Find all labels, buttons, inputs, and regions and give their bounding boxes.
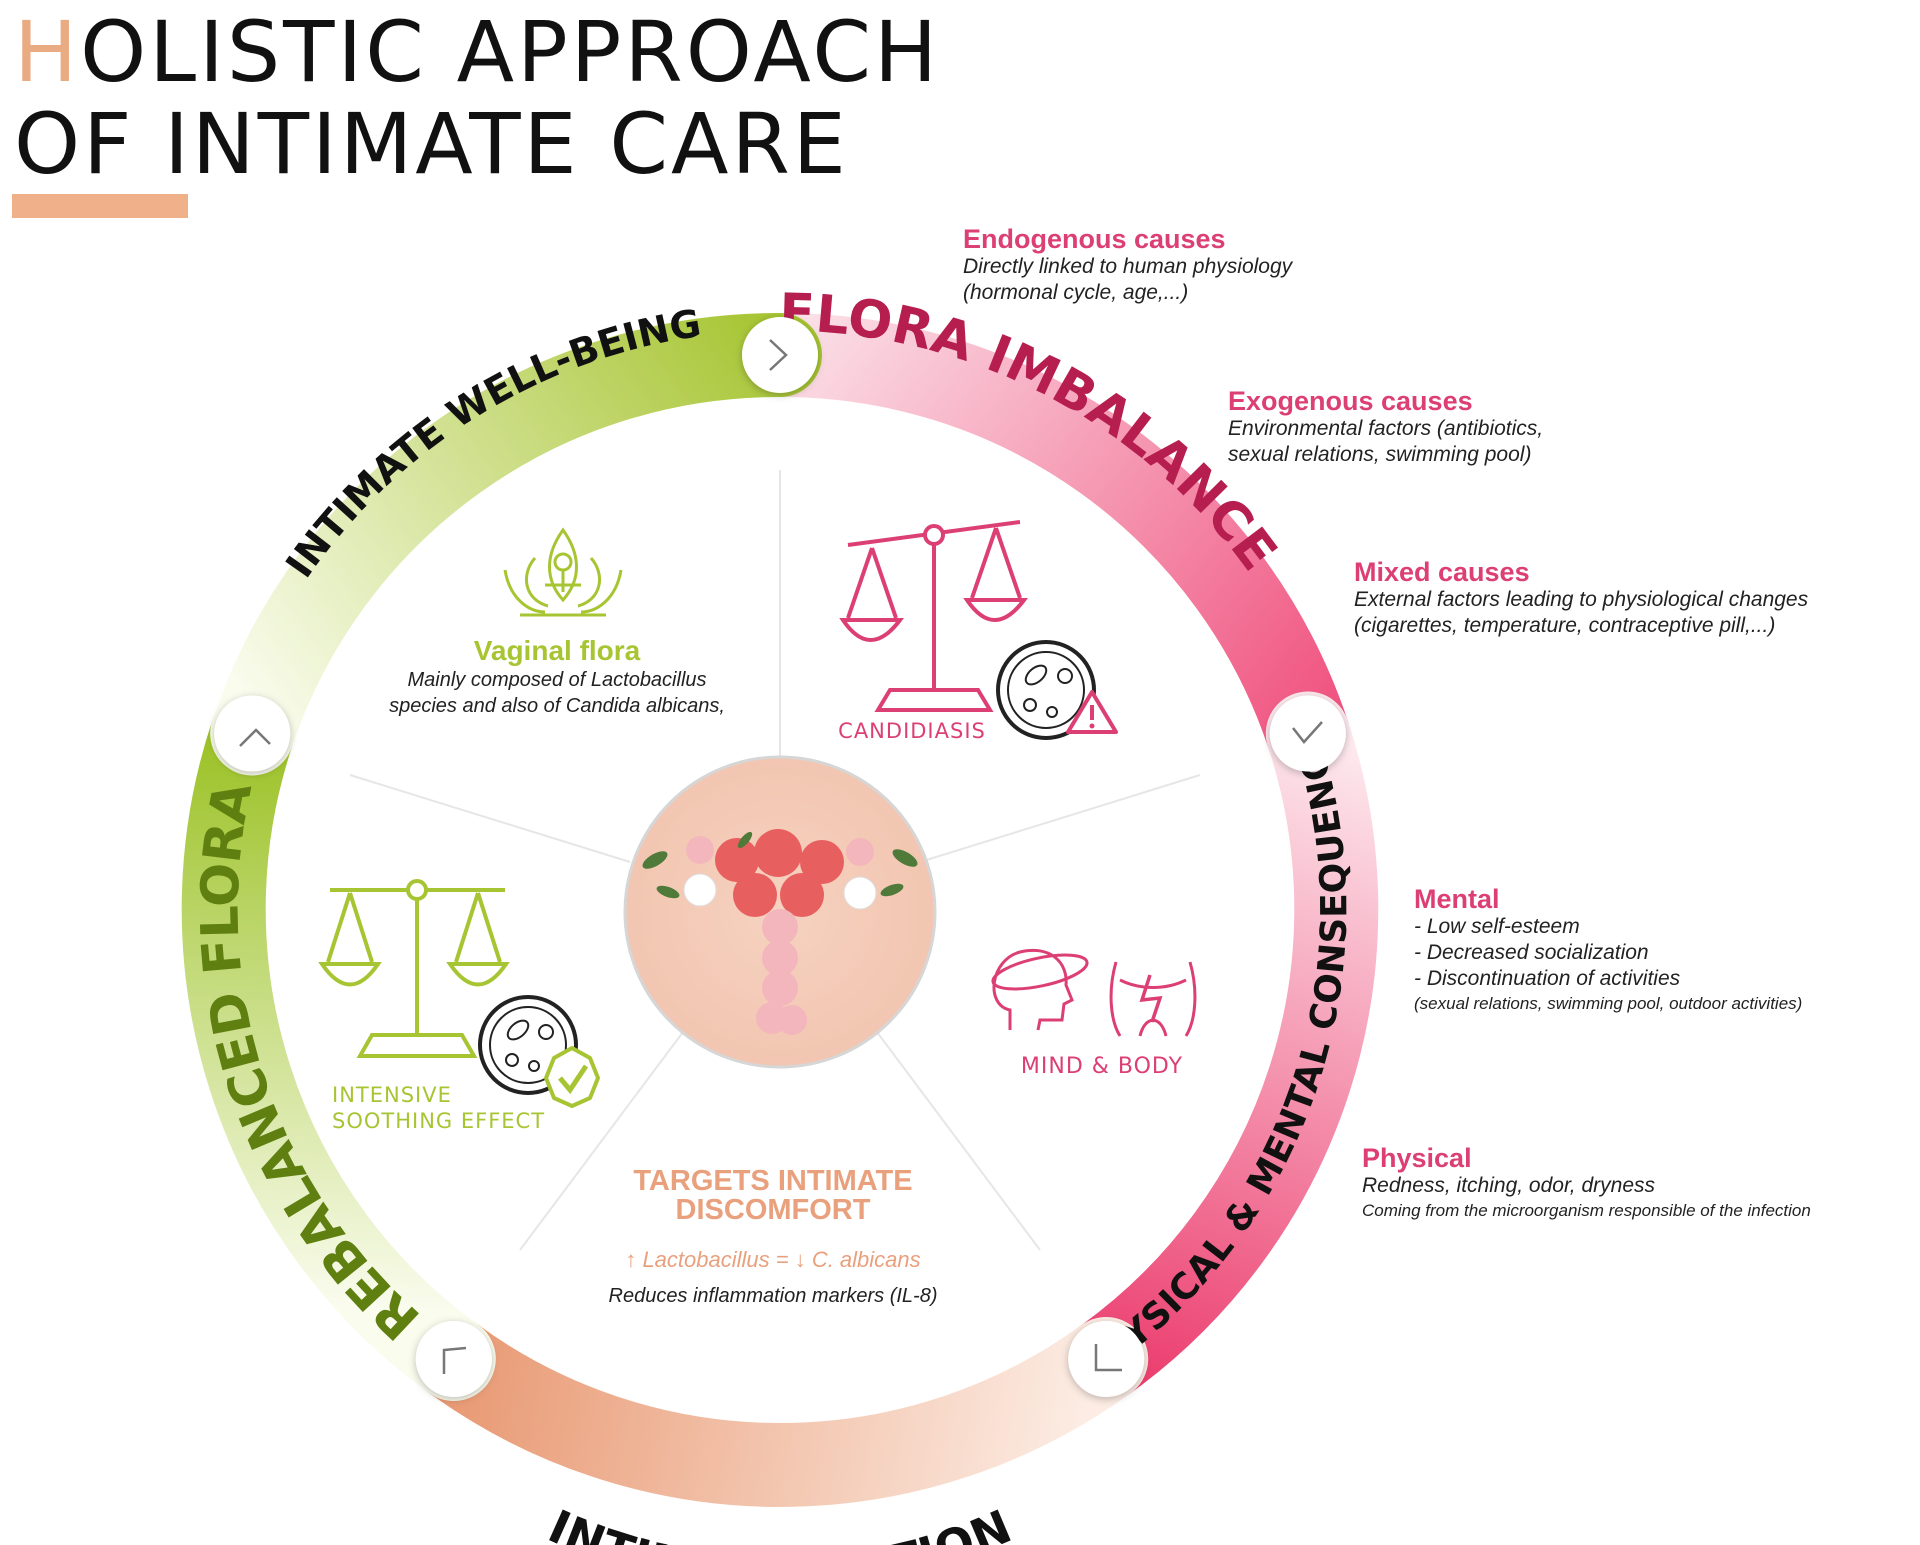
vaginal-flora-text-1: Mainly composed of Lactobacillus [407,669,706,691]
exogenous-line-1: Environmental factors (antibiotics, [1228,417,1544,440]
targets-title-2: DISCOMFORT [676,1194,871,1226]
endogenous-causes: Endogenous causes Directly linked to hum… [963,224,1292,306]
chevron-icon [239,728,271,747]
mixed-line-2: (cigarettes, temperature, contraceptive … [1354,614,1776,637]
lotus-meditation-icon [503,527,623,617]
targets-formula: ↑ Lactobacillus = ↓ C. albicans [625,1247,920,1272]
list-item: - Discontinuation of activities [1414,967,1681,990]
mental-list: - Low self-esteem - Decreased socializat… [1414,914,1802,992]
chevron-icon [1094,1344,1122,1372]
endogenous-line-2: (hormonal cycle, age,...) [963,281,1189,304]
physical-line-2: Coming from the microorganism responsibl… [1362,1201,1811,1220]
balance-scale-icon [318,879,510,1058]
flower-uterus-photo [623,755,937,1069]
ring-segment-wellbeing [210,312,822,776]
title-line2: OF INTIMATE CARE [14,95,849,193]
title-underline [12,194,188,218]
exogenous-line-2: sexual relations, swimming pool) [1228,443,1532,466]
title-line1: OLISTIC APPROACH [80,3,941,101]
balance-scale-icon [839,520,1029,712]
pelvis-pain-icon [1109,961,1197,1037]
candidiasis-label: CANDIDIASIS [838,719,986,743]
head-orbit-icon [991,949,1089,1031]
ring-segment-flora-imbalance [738,312,1350,776]
section-dividers [349,470,1201,1251]
targets-note: Reduces inflammation markers (IL-8) [609,1285,938,1307]
list-item: - Decreased socialization [1414,941,1649,964]
mixed-causes: Mixed causes External factors leading to… [1354,557,1808,639]
endogenous-title: Endogenous causes [963,224,1226,254]
soothing-label-1: INTENSIVE [332,1083,452,1107]
targets-title-1: TARGETS INTIMATE [633,1165,912,1197]
mental-consequences: Mental - Low self-esteem - Decreased soc… [1414,884,1802,1016]
ring-segment-rebalanced [181,691,496,1401]
arrow-node-right [1269,695,1346,772]
arrow-node-bottom-left [415,1321,492,1397]
ring-segment-consequences [1064,691,1379,1401]
microbe-dish-icon [996,640,1096,740]
list-item: - Low self-esteem [1414,915,1580,938]
exogenous-title: Exogenous causes [1228,386,1473,416]
physical-title: Physical [1362,1143,1472,1173]
chevron-icon [769,339,788,371]
chevron-icon [442,1346,467,1374]
arrow-node-top [742,317,818,393]
vaginal-flora-title: Vaginal flora [474,635,641,666]
mental-title: Mental [1414,884,1500,914]
soothing-label-2: SOOTHING EFFECT [332,1109,545,1133]
mixed-line-1: External factors leading to physiologica… [1354,588,1809,611]
warning-icon [1066,690,1118,734]
chevron-icon [1292,721,1323,744]
check-badge-icon [544,1046,600,1108]
mind-body-label: MIND & BODY [1021,1054,1183,1079]
endogenous-line-1: Directly linked to human physiology [963,255,1293,278]
title-initial: H [14,3,81,101]
vaginal-flora-text-2: species and also of Candida albicans, [389,695,725,717]
mental-note: (sexual relations, swimming pool, outdoo… [1414,994,1803,1013]
arrow-node-bottom-right [1068,1321,1145,1397]
mixed-title: Mixed causes [1354,557,1530,587]
ring-segment-action [411,1317,1149,1507]
exogenous-causes: Exogenous causes Environmental factors (… [1228,386,1543,468]
physical-line-1: Redness, itching, odor, dryness [1362,1174,1655,1197]
physical-consequences: Physical Redness, itching, odor, dryness… [1362,1143,1811,1223]
